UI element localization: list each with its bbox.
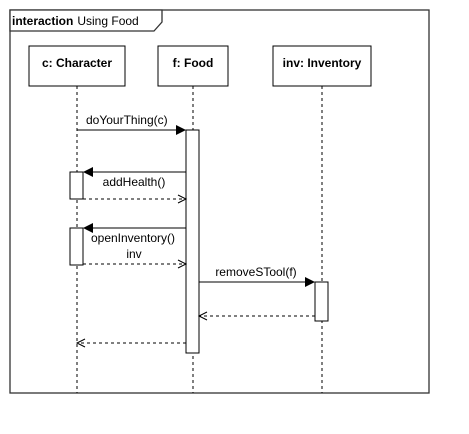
message-open-inventory-arrowhead xyxy=(83,223,93,233)
activation-inventory xyxy=(314,281,329,322)
message-remove-stool-return-arrowhead xyxy=(197,311,208,321)
lifeline-inventory-label: inv: Inventory xyxy=(283,56,362,70)
activation-character-addhealth xyxy=(69,171,84,200)
message-do-your-thing-arrowhead xyxy=(176,125,186,135)
frame-tab xyxy=(9,9,163,32)
message-remove-stool-arrowhead xyxy=(305,277,315,287)
message-remove-stool-label: removeSTool(f) xyxy=(215,265,296,279)
lifeline-food-box[interactable] xyxy=(157,45,229,87)
message-open-inventory-return-arrowhead xyxy=(177,259,188,269)
message-add-health-label: addHealth() xyxy=(103,175,166,189)
message-add-health-arrowhead xyxy=(83,167,93,177)
lifeline-food-label: f: Food xyxy=(173,56,214,70)
message-open-inventory-label: openInventory() xyxy=(91,231,175,245)
lifeline-character-box[interactable] xyxy=(28,45,126,87)
activation-character-openinventory xyxy=(69,227,84,266)
frame-title: interaction Using Food xyxy=(12,14,139,28)
message-do-your-thing-label: doYourThing(c) xyxy=(86,113,168,127)
message-open-inventory-return-label: inv xyxy=(126,247,141,261)
lifeline-inventory-box[interactable] xyxy=(272,45,372,87)
message-add-health-return-arrowhead xyxy=(177,194,188,204)
activation-food xyxy=(185,129,200,354)
frame-name: Using Food xyxy=(77,14,138,28)
lifeline-character-label: c: Character xyxy=(42,56,112,70)
frame-keyword: interaction xyxy=(12,14,73,28)
message-do-your-thing-return-arrowhead xyxy=(75,338,86,348)
